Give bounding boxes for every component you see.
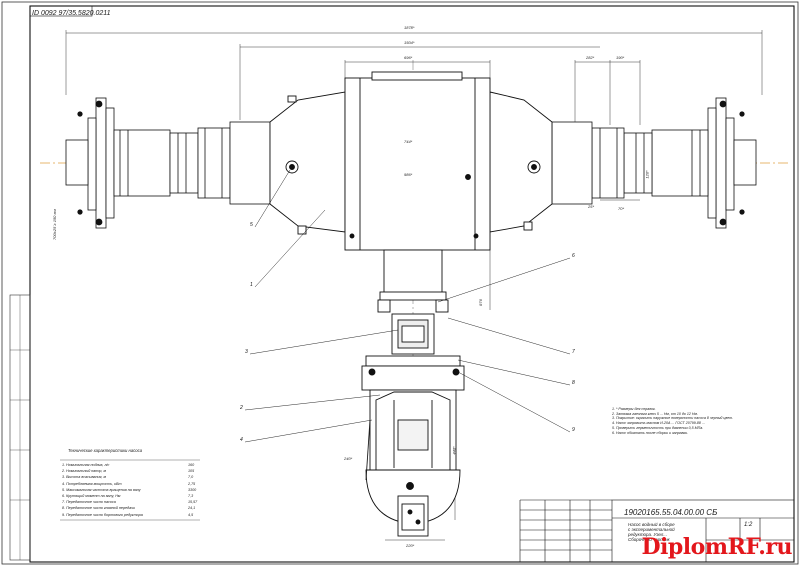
dim-pump-height: 446* <box>451 446 457 455</box>
spec-label: 5. Максимальная частота вращения на валу <box>62 487 141 492</box>
drawing-code: 19020165.55.04.00.00 СБ <box>624 508 718 517</box>
leader-1: 1 <box>250 282 253 288</box>
spec-label: 2. Номинальный напор, м <box>62 469 107 474</box>
dim-center-2: 986* <box>404 172 413 177</box>
leader-5: 5 <box>250 222 253 228</box>
sheet-scale: 1:2 <box>744 522 753 528</box>
leader-6: 6 <box>572 253 575 259</box>
spec-value: 4,5 <box>188 512 194 517</box>
dim-left-offset: 700±25 ≥ 150 мм <box>52 208 57 240</box>
dim-housing: 696* <box>404 55 413 60</box>
spec-label: 3. Высота всасывания, м <box>62 475 107 480</box>
dim-small: 25* <box>588 204 595 209</box>
title-line: Сборочный чертеж <box>628 537 670 542</box>
spec-value: 15,57 <box>188 500 198 505</box>
dim-center-1: 744* <box>404 139 413 144</box>
spec-value: 24,1 <box>188 506 196 511</box>
stamp-label: ID 0092 97/35.5820.0211 <box>32 10 111 17</box>
note-line: 5. Проверить герметичность при давлении … <box>612 425 704 430</box>
spec-label: 9. Передаточное число бортового редуктор… <box>62 512 143 517</box>
pump-body <box>361 355 465 537</box>
watermark-logo: DiplomRF.ru <box>641 534 792 560</box>
spec-table <box>60 459 200 521</box>
axle-housing <box>269 71 553 251</box>
note-line: 4. Насос заправить маслом И-20А ... ГОСТ… <box>612 421 705 426</box>
leader-7: 7 <box>572 349 575 355</box>
dim-inner: 1504* <box>404 40 415 45</box>
leader-lines <box>244 169 571 443</box>
leader-2: 2 <box>240 405 243 411</box>
spec-value: 105 <box>188 469 195 474</box>
dim-flange: 120* <box>644 170 650 179</box>
spec-value: 160 <box>188 463 195 467</box>
spec-value: 3300 <box>188 487 197 492</box>
spec-label: 4. Потребляемая мощность, кВт <box>62 481 122 486</box>
dim-gap: 240* <box>344 456 353 461</box>
right-axle <box>551 97 757 229</box>
spec-value: 7,3 <box>188 494 194 498</box>
dim-height: 876 <box>477 299 483 306</box>
dim-side: 70* <box>618 206 625 211</box>
dim-right-2: 190* <box>616 55 625 60</box>
title-line: Насос водный в сборе <box>628 522 675 527</box>
dim-right-1: 282* <box>586 55 595 60</box>
title-block <box>519 499 795 563</box>
note-line: 2. Затяжка гаечным ключ 5 ... Нм, от 10 … <box>612 411 698 416</box>
leader-3: 3 <box>245 349 248 355</box>
dim-pump-width: 220* <box>406 543 415 548</box>
spec-value: 2,75 <box>188 481 196 486</box>
spec-label: 7. Передаточное число насоса <box>62 500 116 505</box>
technical-notes: 1. * Размеры для справок. 2. Затяжка гае… <box>612 407 792 435</box>
inner-frame <box>29 5 795 563</box>
spec-label: 6. Крутящий момент на валу, Нм <box>62 494 121 498</box>
left-axle <box>65 97 271 229</box>
title-block-text: Насос водный в сборе с экспериментальной… <box>628 522 675 542</box>
stamp-box <box>29 5 93 17</box>
specs-title: Технические характеристики насоса <box>68 448 143 453</box>
spec-label: 1. Номинальная подача, л/с <box>62 463 110 467</box>
note-line: 3. Покрытие: окрасить наружные поверхнос… <box>612 416 734 421</box>
note-line: 1. * Размеры для справок. <box>612 407 656 411</box>
title-line: редуктора. Узел... <box>628 532 668 537</box>
leader-8: 8 <box>572 380 575 386</box>
note-line: 6. Насос обкатать после сборки и заправк… <box>612 430 689 435</box>
reducer <box>377 249 449 355</box>
leader-9: 9 <box>572 427 575 433</box>
leader-4: 4 <box>240 437 243 443</box>
spec-value: 7,0 <box>188 475 194 480</box>
dim-overall: 1878* <box>404 25 415 30</box>
spec-label: 8. Передаточное число главной передачи <box>62 506 135 511</box>
title-line: с экспериментальной <box>628 527 675 532</box>
